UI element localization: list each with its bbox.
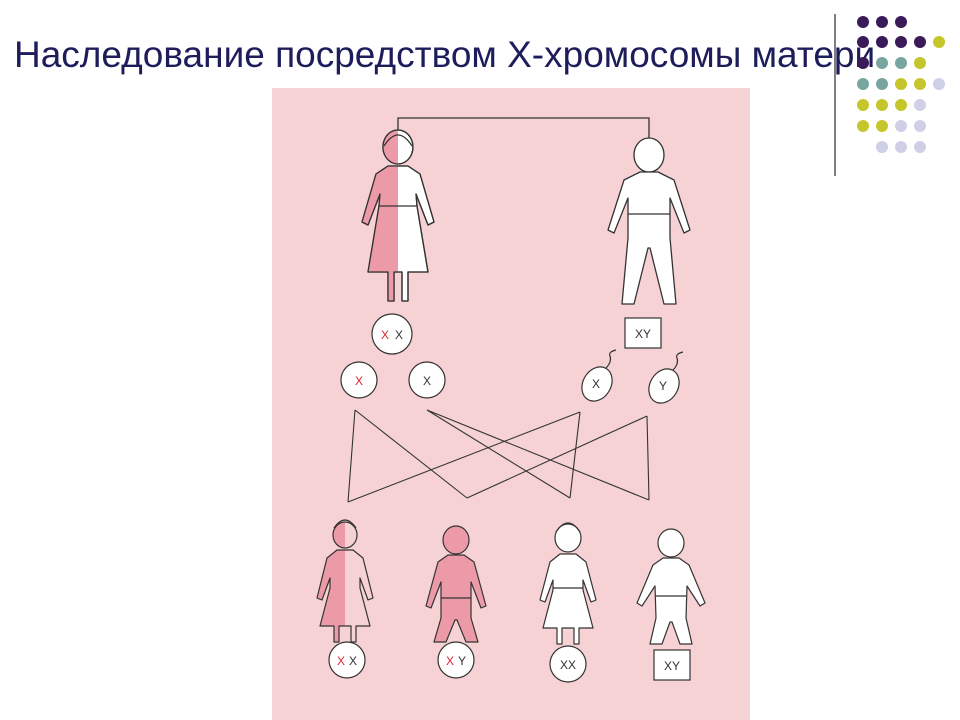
svg-text:Y: Y [659, 379, 667, 393]
svg-text:Y: Y [458, 654, 466, 668]
child-1-genotype: X X [328, 641, 366, 679]
dot [876, 141, 888, 153]
dot [914, 36, 926, 48]
mutant-x-label: X [381, 328, 389, 342]
dot [933, 78, 945, 90]
dot [857, 99, 869, 111]
father-figure [607, 137, 691, 305]
svg-text:XY: XY [635, 327, 651, 341]
dot [895, 16, 907, 28]
dot [914, 120, 926, 132]
svg-text:X: X [446, 654, 454, 668]
child-3-genotype: XX [549, 645, 587, 683]
child-2-genotype: X Y [437, 641, 475, 679]
normal-x-label: X [395, 328, 403, 342]
father-genotype-box: XY [624, 317, 662, 349]
svg-text:X: X [337, 654, 345, 668]
dot [857, 57, 869, 69]
son-affected-figure [425, 525, 487, 643]
mother-egg-2: X [408, 361, 446, 399]
svg-text:X: X [423, 374, 431, 388]
divider-line [834, 14, 836, 176]
inheritance-diagram: X X XY X X X Y [316, 117, 706, 683]
svg-text:X: X [592, 377, 600, 391]
mother-figure [361, 129, 435, 302]
daughter-carrier-figure [316, 519, 374, 643]
mother-genotype-circle: X X [371, 313, 413, 355]
dot [876, 16, 888, 28]
mother-egg-1: X [340, 361, 378, 399]
dot [895, 78, 907, 90]
dot [895, 99, 907, 111]
dot [857, 16, 869, 28]
dot [914, 57, 926, 69]
dot [876, 36, 888, 48]
dot [876, 120, 888, 132]
dot [876, 57, 888, 69]
dot [933, 36, 945, 48]
svg-text:X: X [349, 654, 357, 668]
dot [857, 120, 869, 132]
svg-text:XY: XY [664, 659, 680, 673]
dot [857, 36, 869, 48]
dot [876, 78, 888, 90]
father-sperm-1: X [581, 349, 617, 402]
svg-text:XX: XX [560, 658, 576, 672]
dot [895, 141, 907, 153]
son-healthy-figure [636, 528, 706, 645]
decorative-dots [857, 16, 945, 153]
dot [876, 99, 888, 111]
dot [895, 120, 907, 132]
dot [914, 141, 926, 153]
dot [895, 36, 907, 48]
dot [914, 99, 926, 111]
daughter-healthy-figure [539, 522, 597, 645]
cross-lines [347, 409, 650, 503]
child-4-genotype: XY [653, 649, 691, 681]
slide-title: Наследование посредством Х-хромосомы мат… [14, 34, 876, 75]
partner-line [397, 117, 650, 138]
dot [914, 78, 926, 90]
dot [857, 78, 869, 90]
father-sperm-2: Y [648, 351, 684, 404]
svg-text:X: X [355, 374, 363, 388]
dot [895, 57, 907, 69]
